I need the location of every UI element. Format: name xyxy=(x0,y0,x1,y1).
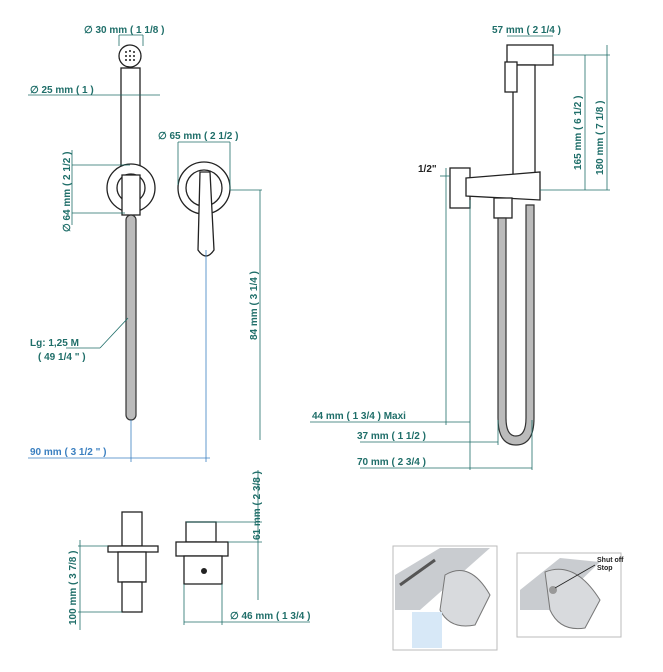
dim-holder-diameter: ∅ 64 mm ( 2 1/2 ) xyxy=(62,152,73,232)
bottom-parts xyxy=(78,470,310,630)
holder-photo-1 xyxy=(392,545,498,651)
holder-photo-2 xyxy=(516,552,622,638)
side-view xyxy=(449,44,554,446)
dimension-lines-left xyxy=(28,34,262,462)
dim-height-165: 165 mm ( 6 1/2 ) xyxy=(573,96,584,170)
dim-hose-length: Lg: 1,25 M xyxy=(30,338,79,349)
dim-width-90: 90 mm ( 3 1/2 " ) xyxy=(30,447,106,458)
dim-height-180: 180 mm ( 7 1/8 ) xyxy=(595,101,606,175)
hand-shower-front xyxy=(106,44,156,421)
dim-height-61: 61 mm ( 2 3/8 ) xyxy=(252,471,263,540)
dim-top-width: 57 mm ( 2 1/4 ) xyxy=(492,25,561,36)
dim-depth-70: 70 mm ( 2 3/4 ) xyxy=(357,457,426,468)
dim-height-100: 100 mm ( 3 7/8 ) xyxy=(68,551,79,625)
dimension-lines-right xyxy=(310,35,610,470)
callout-stop: Stop xyxy=(597,565,613,572)
dim-thread: 1/2" xyxy=(418,164,437,175)
dim-valve-diameter: ∅ 65 mm ( 2 1/2 ) xyxy=(158,131,238,142)
dim-width-46: ∅ 46 mm ( 1 3/4 ) xyxy=(230,611,310,622)
dim-depth-37: 37 mm ( 1 1/2 ) xyxy=(357,431,426,442)
dim-hose-length-inch: ( 49 1/4 " ) xyxy=(38,352,86,363)
dim-depth-44: 44 mm ( 1 3/4 ) Maxi xyxy=(312,411,406,422)
valve-front xyxy=(177,161,231,257)
dim-handle-diameter: ∅ 25 mm ( 1 ) xyxy=(30,85,94,96)
dim-valve-height: 84 mm ( 3 1/4 ) xyxy=(249,271,260,340)
dim-head-diameter: ∅ 30 mm ( 1 1/8 ) xyxy=(84,25,164,36)
callout-shut-off: Shut off xyxy=(597,557,624,564)
